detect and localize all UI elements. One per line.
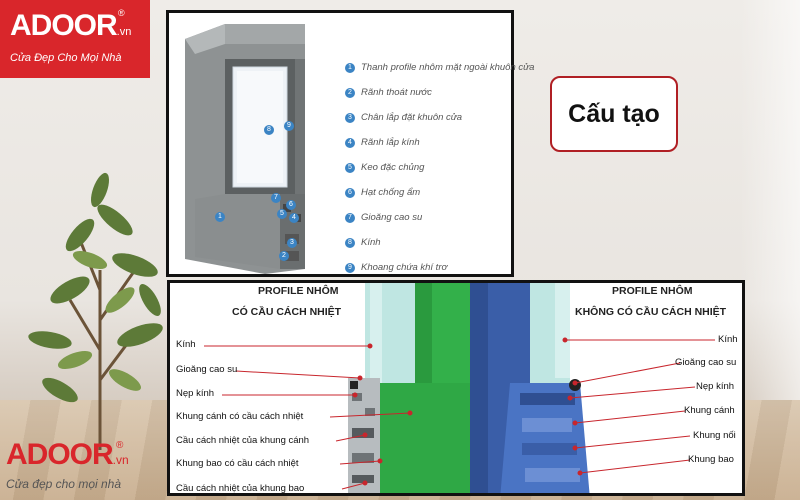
brand-name: ADOOR: [10, 9, 118, 42]
brand-suffix: .vn: [112, 453, 129, 467]
brand-logo-bottom[interactable]: ADOOR.vn ® Cửa đẹp cho mọi nhà: [6, 438, 166, 498]
right-heading-line2: KHÔNG CÓ CẦU CÁCH NHIỆT: [575, 306, 727, 318]
right-heading-line1: PROFILE NHÔM: [612, 285, 693, 297]
callout-2: 2: [279, 251, 289, 261]
window-frame-illustration: [185, 24, 305, 274]
left-label-glazing-bead: Nẹp kính: [176, 388, 215, 399]
right-label-glazing-bead: Nẹp kính: [696, 381, 735, 392]
profile-comparison-illustration: [204, 283, 715, 493]
left-label-sash-thermal: Khung cánh có cầu cách nhiệt: [176, 411, 304, 422]
registered-mark: ®: [116, 440, 124, 451]
left-label-frame-thermal: Khung bao có cầu cách nhiệt: [176, 458, 299, 469]
left-heading-line2: CÓ CẦU CÁCH NHIỆT: [232, 306, 342, 318]
brand-slogan: Cửa Đẹp Cho Mọi Nhà: [10, 52, 122, 64]
left-heading-line1: PROFILE NHÔM: [258, 285, 339, 297]
left-label-sash-bridge: Cầu cách nhiệt của khung cánh: [176, 435, 310, 446]
callout-1: 1: [215, 212, 225, 222]
window-light: [740, 0, 800, 400]
callout-8: 8: [264, 125, 274, 135]
left-label-glass: Kính: [176, 339, 196, 350]
page-title: Cấu tạo: [550, 76, 678, 152]
right-label-connector: Khung nối: [693, 430, 736, 441]
callout-6: 6: [286, 200, 296, 210]
right-label-gasket: Gioăng cao su: [675, 357, 737, 368]
registered-mark: ®: [118, 8, 125, 18]
right-label-glass: Kính: [718, 334, 738, 345]
callout-5: 5: [277, 209, 287, 219]
callout-3: 3: [287, 238, 297, 248]
left-label-frame-bridge: Cầu cách nhiệt của khung bao: [176, 483, 305, 494]
brand-slogan: Cửa đẹp cho mọi nhà: [6, 477, 122, 491]
plant-decoration: [28, 172, 163, 450]
brand-logo-top[interactable]: ADOOR.vn ® Cửa Đẹp Cho Mọi Nhà: [0, 0, 150, 78]
left-label-gasket: Gioăng cao su: [176, 364, 238, 375]
brand-suffix: .vn: [116, 26, 132, 38]
brand-name: ADOOR: [6, 438, 114, 471]
right-label-frame: Khung bao: [688, 454, 734, 465]
callout-4: 4: [289, 213, 299, 223]
callout-7: 7: [271, 193, 281, 203]
right-label-sash: Khung cánh: [684, 405, 735, 416]
profile-comparison-diagram: PROFILE NHÔM CÓ CẦU CÁCH NHIỆT PROFILE N…: [167, 280, 745, 496]
callout-9: 9: [284, 121, 294, 131]
